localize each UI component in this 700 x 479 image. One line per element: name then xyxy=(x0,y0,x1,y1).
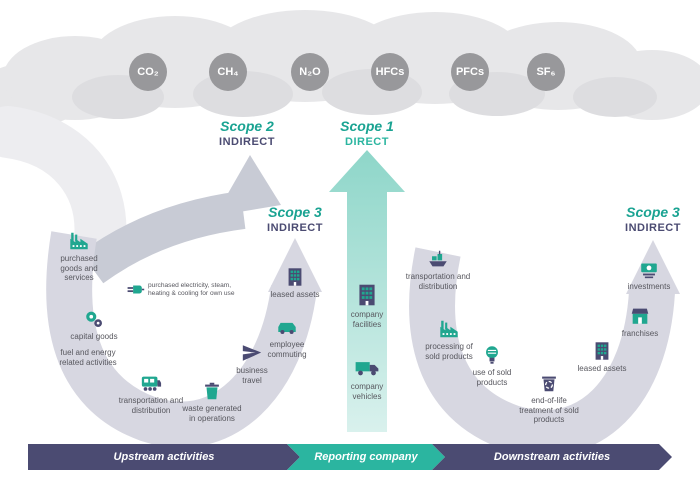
footer-downstream-label: Downstream activities xyxy=(493,451,611,463)
footer-downstream-band: Downstream activities xyxy=(432,444,672,470)
item-label: use of sold products xyxy=(472,368,512,387)
cloud-swoosh xyxy=(0,106,127,266)
truck-icon xyxy=(354,354,380,380)
item-label: purchased electricity, steam, heating & … xyxy=(148,281,235,297)
scope2-label: Scope 2 INDIRECT xyxy=(202,118,292,149)
footer-reporting-band: Reporting company xyxy=(287,444,445,470)
item-label: capital goods xyxy=(70,332,118,341)
item-upstream-transportation: transportation and distribution xyxy=(116,372,186,415)
item-label: employee commuting xyxy=(267,340,307,359)
item-label: investments xyxy=(627,282,671,291)
scope1-type: DIRECT xyxy=(345,135,389,148)
footer-upstream-label: Upstream activities xyxy=(113,451,215,463)
item-employee-commuting: employee commuting xyxy=(258,316,316,359)
item-label: business travel xyxy=(236,366,268,385)
upstream-arc xyxy=(46,231,322,448)
item-business-travel: business travel xyxy=(226,342,278,385)
item-label: transportation and distribution xyxy=(118,396,184,415)
item-label: processing of sold products xyxy=(425,342,473,361)
item-label: company vehicles xyxy=(350,382,384,401)
gas-badge-co2: CO₂ xyxy=(129,53,167,91)
scope1-name: Scope 1 xyxy=(340,118,394,134)
item-label: purchased goods and services xyxy=(60,254,98,283)
scope3-right-name: Scope 3 xyxy=(626,204,680,220)
gas-badge-pfcs: PFCs xyxy=(451,53,489,91)
item-end-of-life-treatment: end-of-life treatment of sold products xyxy=(516,372,582,425)
item-investments: investments xyxy=(621,258,677,292)
item-label: fuel and energy related activities xyxy=(59,348,117,367)
building-icon xyxy=(591,340,613,362)
gas-badge-hfcs: HFCs xyxy=(371,53,409,91)
money-icon xyxy=(638,258,660,280)
gas-badge-sf6: SF₆ xyxy=(527,53,565,91)
scope3-right-type: INDIRECT xyxy=(625,221,681,234)
item-label: leased assets xyxy=(270,290,320,299)
gears-icon xyxy=(83,308,105,330)
factory-icon xyxy=(68,230,90,252)
scope2-arrow xyxy=(80,155,281,284)
item-company-facilities: company facilities xyxy=(339,282,395,329)
footer-reporting-label: Reporting company xyxy=(314,451,418,463)
item-label: company facilities xyxy=(350,310,384,329)
item-label: leased assets xyxy=(577,364,627,373)
item-label: transportation and distribution xyxy=(405,272,471,291)
scope2-type: INDIRECT xyxy=(219,135,275,148)
item-processing-sold-products: processing of sold products xyxy=(420,318,478,361)
item-label: waste generated in operations xyxy=(182,404,242,423)
footer-upstream-band: Upstream activities xyxy=(28,444,300,470)
scope3-left-type: INDIRECT xyxy=(267,221,323,234)
waste-bin-icon xyxy=(201,380,223,402)
car-icon xyxy=(276,316,298,338)
plug-icon xyxy=(126,280,145,299)
item-purchased-electricity: purchased electricity, steam, heating & … xyxy=(126,280,246,299)
recycle-bin-icon xyxy=(538,372,560,394)
scope3-left-label: Scope 3 INDIRECT xyxy=(250,204,340,235)
item-downstream-leased-assets: leased assets xyxy=(575,340,629,374)
ship-icon xyxy=(427,248,449,270)
item-company-vehicles: company vehicles xyxy=(339,354,395,401)
scope3-left-name: Scope 3 xyxy=(268,204,322,220)
train-icon xyxy=(140,372,162,394)
item-franchises: franchises xyxy=(613,305,667,339)
gas-badge-n2o: N₂O xyxy=(291,53,329,91)
gas-badge-ch4: CH₄ xyxy=(209,53,247,91)
factory-icon xyxy=(438,318,460,340)
item-fuel-energy-activities: fuel and energy related activities xyxy=(56,348,120,367)
scope3-right-label: Scope 3 INDIRECT xyxy=(608,204,698,235)
item-capital-goods: capital goods xyxy=(66,308,122,342)
item-label: end-of-life treatment of sold products xyxy=(519,396,579,425)
item-label: franchises xyxy=(621,329,659,338)
scope2-name: Scope 2 xyxy=(220,118,274,134)
building-icon xyxy=(354,282,380,308)
item-waste-operations: waste generated in operations xyxy=(181,380,243,423)
bulb-icon xyxy=(481,344,503,366)
item-purchased-goods-services: purchased goods and services xyxy=(50,230,108,283)
scope1-label: Scope 1 DIRECT xyxy=(322,118,412,149)
item-upstream-leased-assets: leased assets xyxy=(267,266,323,300)
item-use-of-sold-products: use of sold products xyxy=(464,344,520,387)
item-downstream-transportation: transportation and distribution xyxy=(405,248,471,291)
building-icon xyxy=(284,266,306,288)
store-icon xyxy=(629,305,651,327)
